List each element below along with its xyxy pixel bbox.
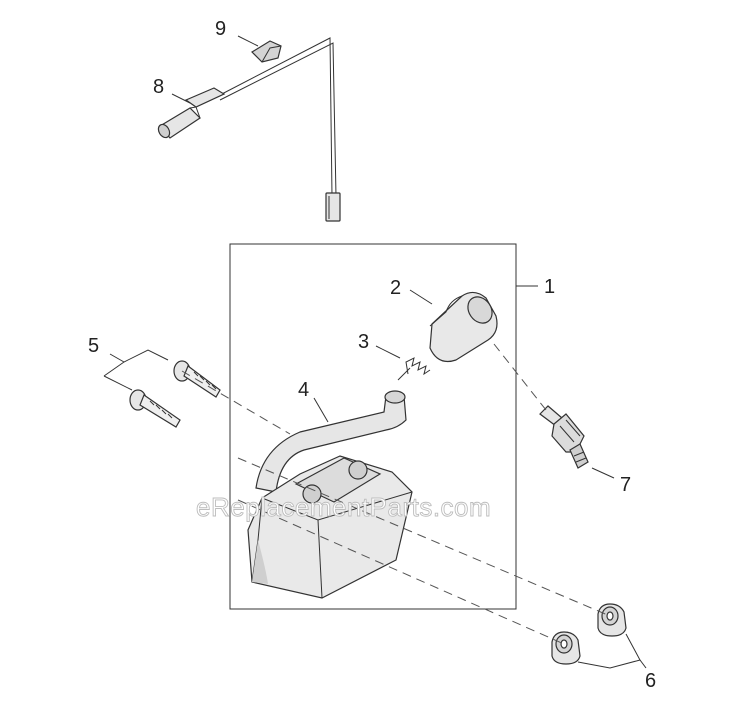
- ignition-coil: [247, 390, 413, 599]
- guide-spacer-upper: [237, 457, 611, 617]
- wire-lead-inner: [219, 42, 337, 197]
- callout-8: 8: [153, 76, 164, 98]
- spade-terminal: [325, 192, 341, 222]
- callout-4: 4: [298, 379, 309, 401]
- wire-clip: [251, 40, 282, 63]
- leader-3: [375, 345, 401, 359]
- spacer-upper: [597, 603, 627, 637]
- spark-plug-cap: [429, 291, 498, 363]
- spring: [397, 357, 431, 381]
- callout-9: 9: [215, 18, 226, 40]
- guide-spark-plug: [493, 343, 547, 411]
- bracket-6: [577, 633, 641, 669]
- watermark-text: eReplacementParts.com: [196, 492, 491, 522]
- callout-5: 5: [88, 335, 99, 357]
- callout-3: 3: [358, 331, 369, 353]
- wire-lead: [217, 37, 333, 197]
- callout-6: 6: [645, 670, 656, 692]
- wire-connector: [184, 87, 226, 108]
- spark-plug: [539, 405, 589, 469]
- bracket-5: [103, 349, 169, 377]
- assembly-frame: [229, 243, 517, 610]
- bolt-lower: [129, 389, 181, 428]
- leader-2: [409, 289, 433, 305]
- leader-8: [171, 93, 191, 104]
- leader-7: [591, 467, 615, 479]
- leader-4: [313, 397, 329, 423]
- wire-lead-assembly: [157, 37, 341, 222]
- leader-9: [237, 35, 259, 47]
- bolt-upper: [173, 360, 221, 398]
- callout-2: 2: [390, 277, 401, 299]
- guide-bolt-upper: [181, 370, 291, 435]
- spacer-lower: [551, 631, 581, 665]
- callout-7: 7: [620, 474, 631, 496]
- callout-1: 1: [544, 276, 555, 298]
